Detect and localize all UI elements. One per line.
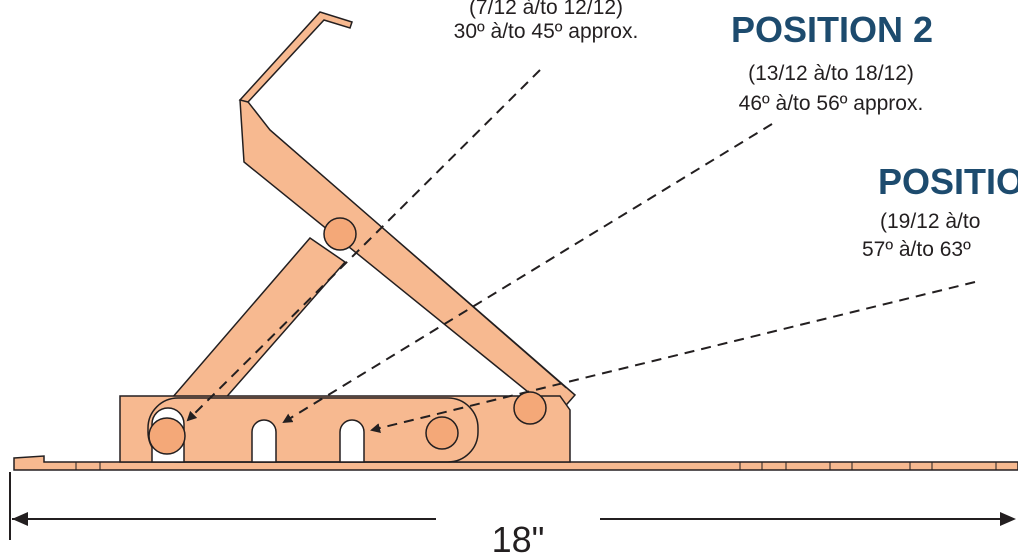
position-1-range: (7/12 à/to 12/12) bbox=[468, 0, 624, 19]
channel-slot-outline bbox=[147, 397, 479, 463]
rivet-channel bbox=[425, 416, 459, 450]
position-3-leader bbox=[370, 281, 976, 433]
dimension-label: 18" bbox=[491, 519, 545, 560]
base-plate bbox=[13, 455, 1018, 471]
support-strut bbox=[170, 237, 347, 411]
position-3-notch bbox=[339, 419, 365, 463]
dimension-arrow-left bbox=[12, 512, 28, 526]
position-3-angle: 57º à/to 63º bbox=[862, 238, 971, 261]
position-3-title: POSITIO bbox=[878, 161, 1018, 202]
dimension-arrow-right bbox=[1000, 512, 1016, 526]
leader-lines bbox=[186, 69, 976, 433]
rivet-strut-base bbox=[148, 417, 186, 455]
position-2-leader bbox=[282, 123, 773, 424]
main-arm bbox=[239, 97, 577, 413]
position-2-angle: 46º à/to 56º approx. bbox=[738, 92, 924, 115]
main-arm-fold bbox=[269, 129, 567, 389]
position-1-angle: 30º à/to 45º approx. bbox=[453, 20, 639, 43]
base-plate-ribs bbox=[75, 462, 997, 470]
position-3-range: (19/12 à/to bbox=[880, 210, 981, 233]
position-2-title: POSITION 2 bbox=[730, 9, 934, 50]
position-1-leader bbox=[186, 69, 541, 422]
rivet-arm-base bbox=[513, 391, 547, 425]
position-2-notch bbox=[251, 419, 277, 463]
top-hook bbox=[238, 11, 353, 103]
rivets bbox=[148, 217, 547, 455]
position-2-range: (13/12 à/to 18/12) bbox=[748, 62, 914, 85]
rivet-arm bbox=[323, 217, 357, 251]
